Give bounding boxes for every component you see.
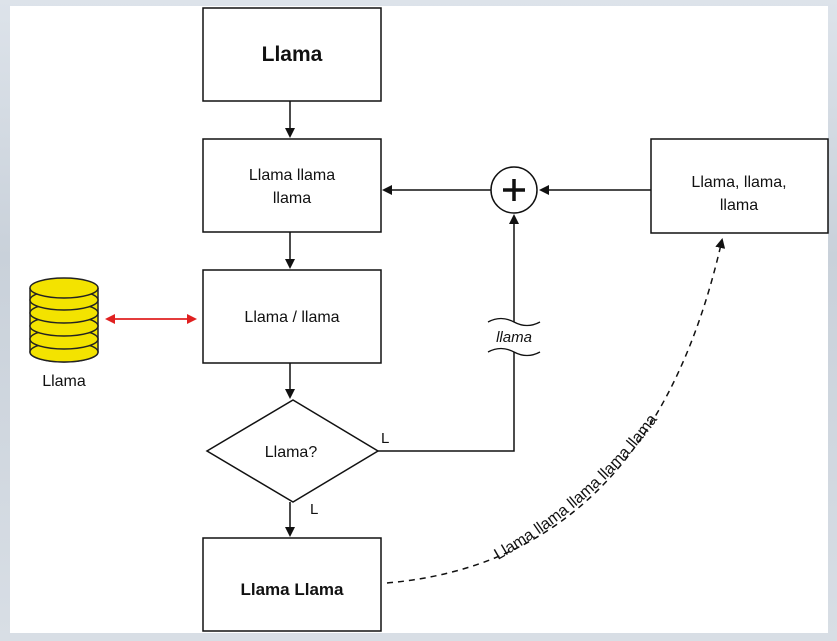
right-box: Llama, llama, llama <box>650 138 829 234</box>
decision-diamond: Llama? <box>205 399 380 503</box>
third-box: Llama / llama <box>202 269 382 364</box>
decision-label: Llama? <box>265 444 318 461</box>
right-box-label-line2: llama <box>720 197 758 214</box>
break-label: llama <box>496 329 532 346</box>
second-box-label-line1: Llama llama <box>249 167 335 184</box>
third-box-label: Llama / llama <box>244 309 339 326</box>
dashed-feedback-curve <box>386 238 726 584</box>
edge-decision-to-sum-lower <box>378 352 515 452</box>
decision-down-label: L <box>310 501 318 518</box>
break-mark-bottom <box>487 347 541 357</box>
top-box-label: Llama <box>262 43 323 66</box>
circled-plus-icon <box>503 179 525 201</box>
database-icon <box>29 277 99 363</box>
break-mark-top <box>487 317 541 327</box>
bottom-box-label: Llama Llama <box>241 580 345 599</box>
second-box-label-line2: llama <box>273 190 311 207</box>
curve-label: Llama llama llama llama llama <box>492 411 661 563</box>
summing-junction <box>490 166 538 214</box>
second-box: Llama llama llama <box>202 138 382 233</box>
top-box: Llama <box>202 7 382 102</box>
decision-right-label: L <box>381 430 389 447</box>
bottom-box: Llama Llama <box>202 537 382 632</box>
right-box-label-line1: Llama, llama, <box>691 174 786 191</box>
database-label: Llama <box>42 373 86 390</box>
